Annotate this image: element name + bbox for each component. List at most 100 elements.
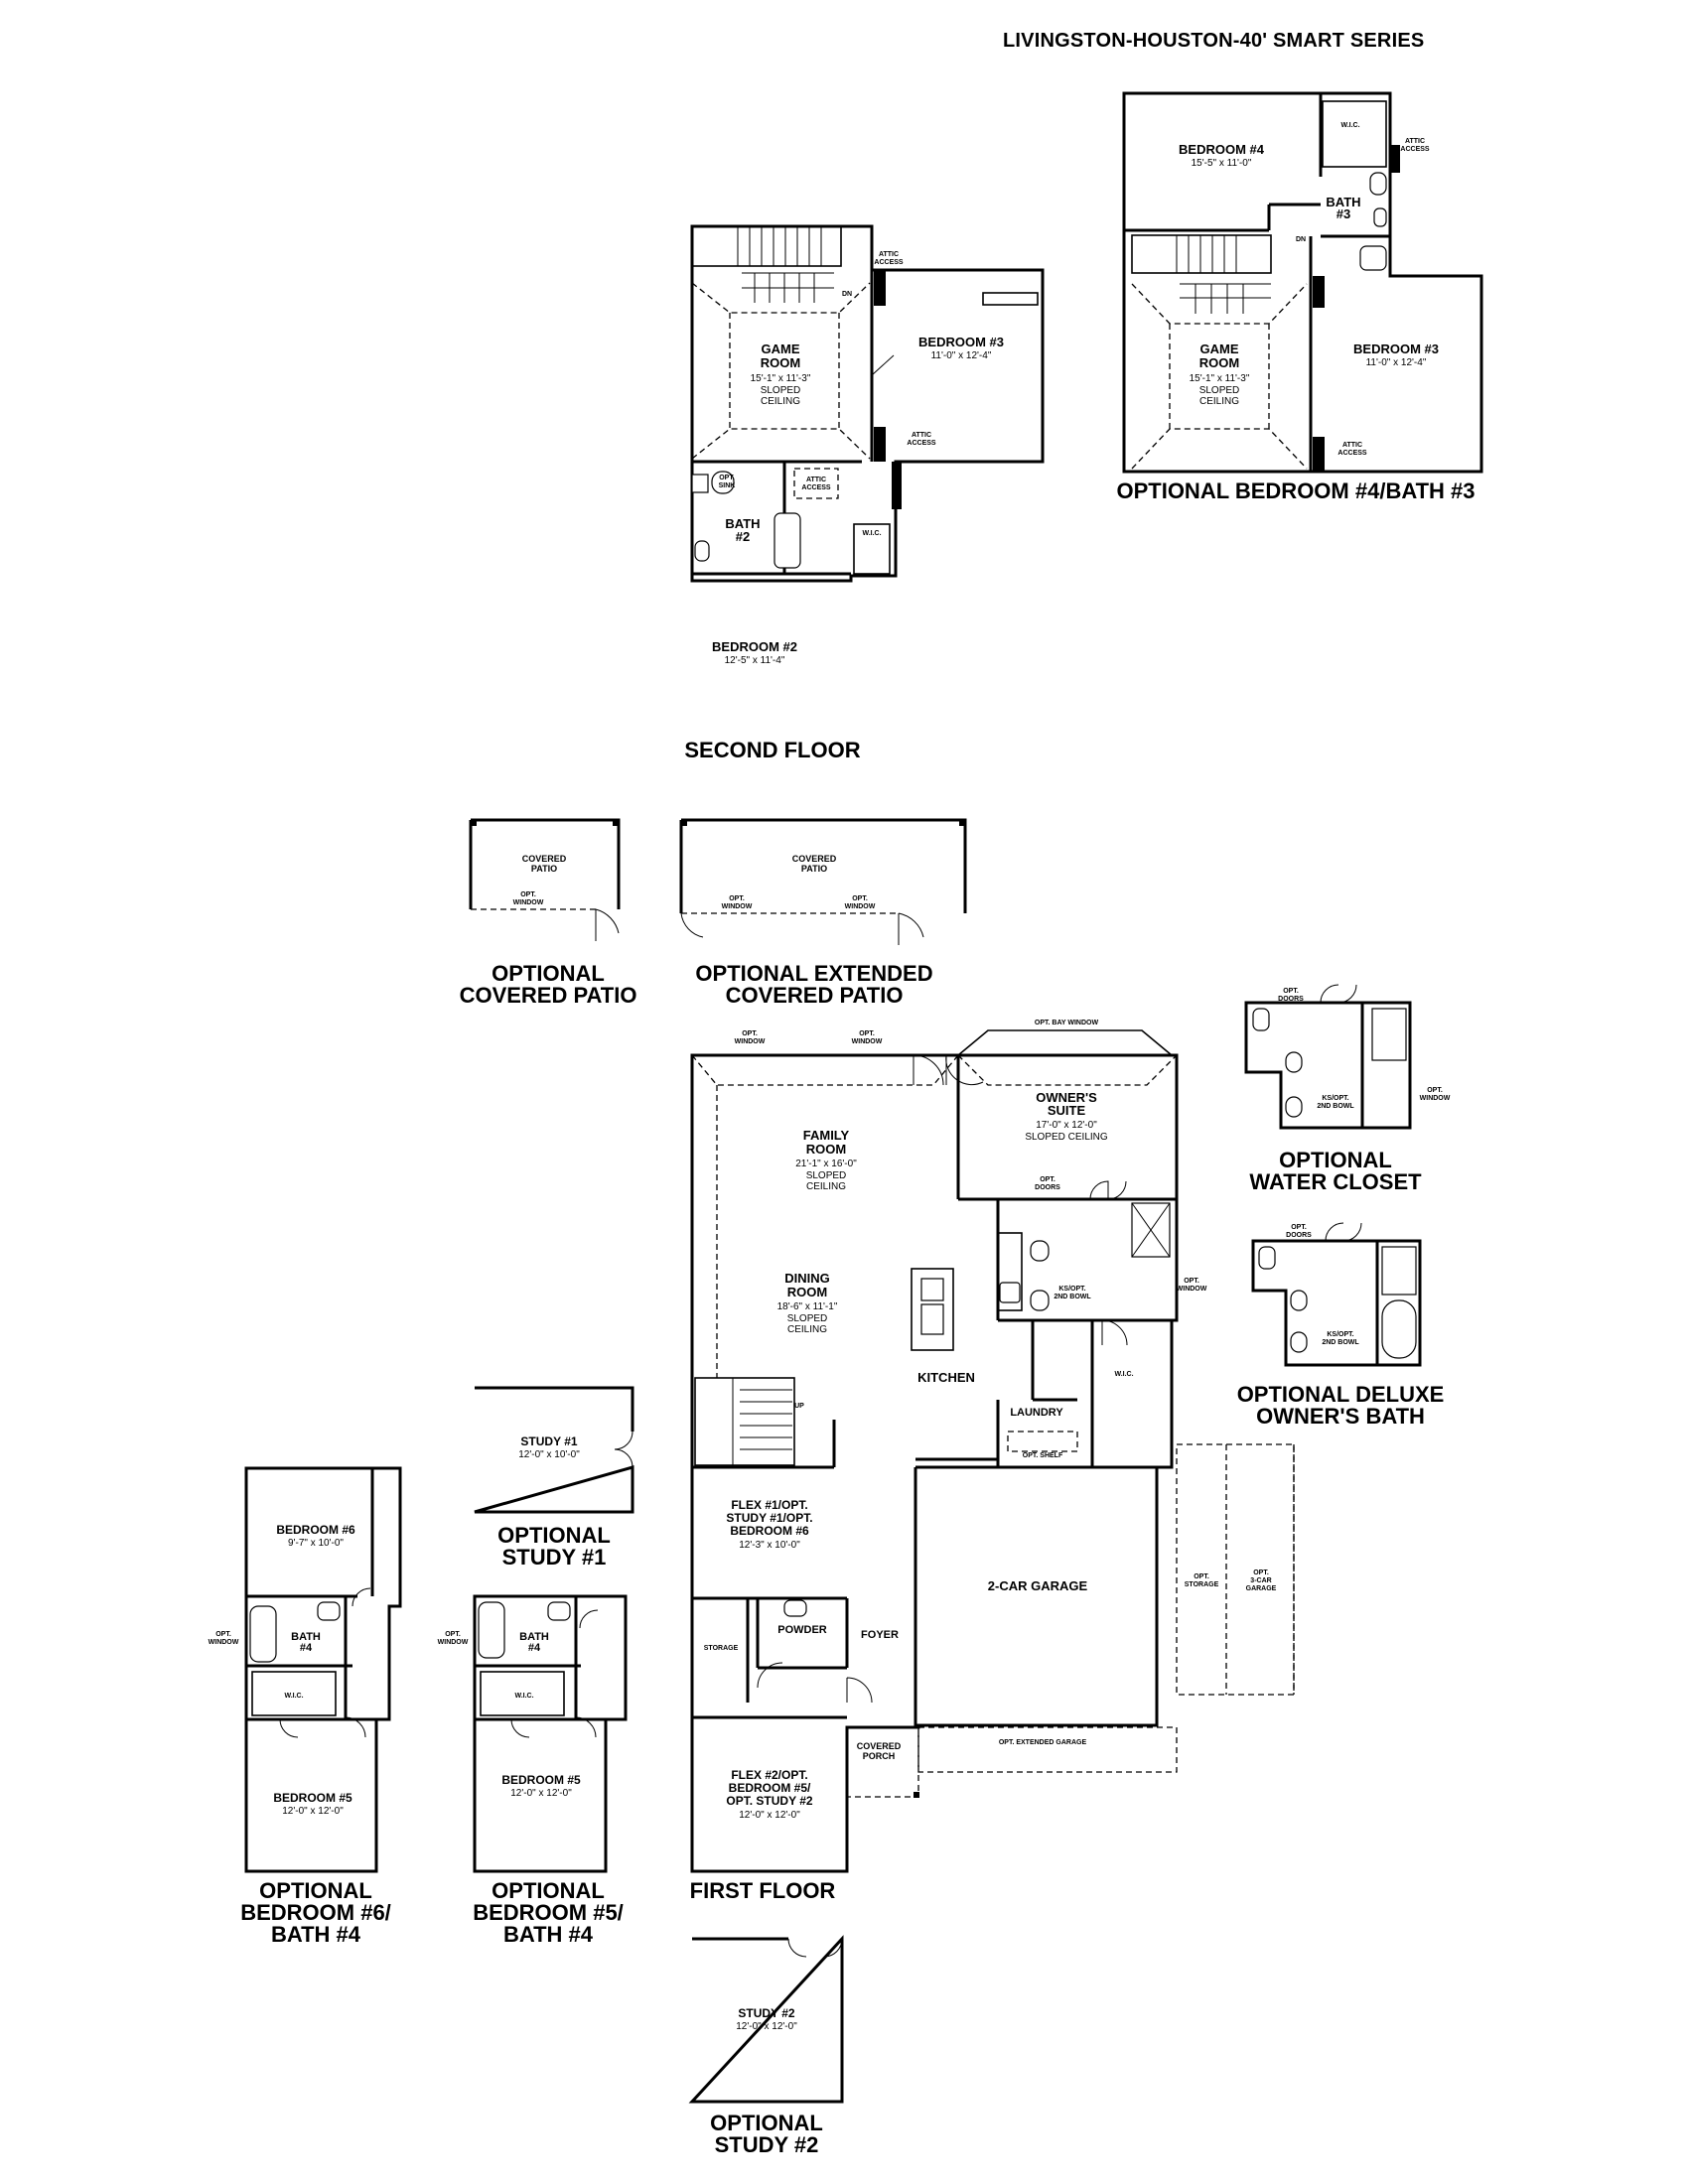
opt-deluxe-owners-bath-plan: OPT.DOORS KS/OPT.2ND BOWL OPTIONAL DELUX… (1237, 1222, 1445, 1429)
svg-text:BATH#4: BATH#4 (519, 1631, 549, 1654)
svg-text:OPT.STORAGE: OPT.STORAGE (1185, 1573, 1219, 1588)
svg-text:18'-6" x 11'-1": 18'-6" x 11'-1" (777, 1301, 838, 1312)
svg-text:FLEX #1/OPT.STUDY #1/OPT.BEDRO: FLEX #1/OPT.STUDY #1/OPT.BEDROOM #6 (726, 1498, 812, 1538)
svg-text:OPT. BAY WINDOW: OPT. BAY WINDOW (1035, 1020, 1099, 1026)
svg-text:BEDROOM #4: BEDROOM #4 (1179, 142, 1265, 157)
svg-text:12'-0" x 12'-0": 12'-0" x 12'-0" (736, 2021, 797, 2032)
svg-text:BEDROOM #3: BEDROOM #3 (1353, 341, 1439, 356)
svg-text:BATH#3: BATH#3 (1326, 195, 1360, 221)
svg-text:OPT.WINDOW: OPT.WINDOW (209, 1631, 239, 1646)
svg-text:15'-5" x 11'-0": 15'-5" x 11'-0" (1192, 158, 1252, 169)
svg-text:BATH#2: BATH#2 (725, 516, 760, 544)
opt-bedroom5-bath4-plan: BATH#4 W.I.C. BEDROOM #5 12'-0" x 12'-0"… (438, 1594, 628, 1947)
svg-text:W.I.C.: W.I.C. (1340, 122, 1359, 129)
svg-text:UP: UP (794, 1403, 804, 1410)
svg-text:BATH#4: BATH#4 (291, 1631, 321, 1654)
svg-text:BEDROOM #6: BEDROOM #6 (276, 1523, 355, 1537)
svg-text:KS/OPT.2ND BOWL: KS/OPT.2ND BOWL (1054, 1286, 1091, 1300)
svg-text:KS/OPT.2ND BOWL: KS/OPT.2ND BOWL (1317, 1095, 1354, 1110)
svg-text:12'-0" x 10'-0": 12'-0" x 10'-0" (518, 1449, 580, 1460)
svg-text:W.I.C.: W.I.C. (1114, 1371, 1133, 1378)
svg-text:OPT.DOORS: OPT.DOORS (1278, 988, 1304, 1003)
svg-text:BEDROOM #3: BEDROOM #3 (918, 335, 1004, 349)
svg-text:FOYER: FOYER (861, 1629, 899, 1641)
svg-text:SLOPED CEILING: SLOPED CEILING (1025, 1132, 1108, 1143)
series-title: LIVINGSTON-HOUSTON-40' SMART SERIES (1003, 30, 1425, 52)
svg-text:LAUNDRY: LAUNDRY (1010, 1407, 1063, 1419)
svg-text:STUDY #2: STUDY #2 (738, 2006, 794, 2020)
svg-text:21'-1" x 16'-0": 21'-1" x 16'-0" (795, 1159, 857, 1169)
svg-text:11'-0" x 12'-4": 11'-0" x 12'-4" (931, 350, 992, 361)
svg-text:DN: DN (842, 291, 852, 298)
svg-text:KITCHEN: KITCHEN (917, 1370, 975, 1385)
svg-text:OPT. SHELF: OPT. SHELF (1023, 1452, 1063, 1459)
svg-text:STORAGE: STORAGE (704, 1645, 739, 1652)
svg-text:12'-3" x 10'-0": 12'-3" x 10'-0" (739, 1540, 800, 1551)
svg-text:9'-7" x 10'-0": 9'-7" x 10'-0" (288, 1538, 344, 1549)
opt-bedroom4-bath3-caption: OPTIONAL BEDROOM #4/BATH #3 (1116, 478, 1475, 503)
svg-text:OPT.WINDOW: OPT.WINDOW (735, 1030, 766, 1045)
svg-text:BEDROOM #2: BEDROOM #2 (712, 639, 797, 654)
svg-text:W.I.C.: W.I.C. (514, 1693, 533, 1700)
svg-text:OPT.SINK: OPT.SINK (719, 475, 736, 489)
svg-text:OPT.WINDOW: OPT.WINDOW (722, 895, 753, 910)
svg-text:DN: DN (1296, 236, 1306, 243)
opt-water-closet-plan: OPT.DOORS KS/OPT.2ND BOWL OPT.WINDOW OPT… (1244, 984, 1451, 1194)
svg-text:OPT.DOORS: OPT.DOORS (1286, 1224, 1312, 1239)
svg-text:2-CAR GARAGE: 2-CAR GARAGE (988, 1578, 1088, 1593)
svg-text:W.I.C.: W.I.C. (862, 530, 881, 537)
svg-text:12'-0" x 12'-0": 12'-0" x 12'-0" (282, 1806, 344, 1817)
svg-text:OPT.WINDOW: OPT.WINDOW (1420, 1087, 1451, 1102)
svg-text:OPT. EXTENDED GARAGE: OPT. EXTENDED GARAGE (999, 1739, 1087, 1746)
svg-text:12'-5" x 11'-4": 12'-5" x 11'-4" (725, 655, 785, 666)
opt-bedroom6-bath4-plan: BEDROOM #6 9'-7" x 10'-0" BATH#4 W.I.C. … (209, 1466, 402, 1947)
svg-text:FLEX #2/OPT.BEDROOM #5/OPT. ST: FLEX #2/OPT.BEDROOM #5/OPT. STUDY #2 (726, 1768, 812, 1808)
svg-text:OPT.WINDOW: OPT.WINDOW (513, 891, 544, 906)
svg-text:POWDER: POWDER (777, 1624, 827, 1636)
first-floor-caption: FIRST FLOOR (690, 1878, 836, 1903)
svg-text:BEDROOM #5: BEDROOM #5 (273, 1791, 352, 1805)
svg-text:OPT.DOORS: OPT.DOORS (1035, 1176, 1060, 1191)
svg-text:W.I.C.: W.I.C. (284, 1693, 303, 1700)
svg-text:12'-0" x 12'-0": 12'-0" x 12'-0" (510, 1788, 572, 1799)
svg-text:OPT.WINDOW: OPT.WINDOW (845, 895, 876, 910)
svg-text:OPT.WINDOW: OPT.WINDOW (438, 1631, 469, 1646)
svg-text:STUDY #1: STUDY #1 (520, 1434, 577, 1448)
svg-text:OPT.WINDOW: OPT.WINDOW (1177, 1278, 1207, 1293)
svg-text:OPT.WINDOW: OPT.WINDOW (852, 1030, 883, 1045)
second-floor-caption: SECOND FLOOR (684, 738, 860, 762)
svg-text:BEDROOM #5: BEDROOM #5 (501, 1773, 581, 1787)
opt-bedroom4-bath3-plan: BEDROOM #4 15'-5" x 11'-0" BATH#3 W.I.C.… (1116, 91, 1483, 503)
svg-text:11'-0" x 12'-4": 11'-0" x 12'-4" (1366, 357, 1427, 368)
